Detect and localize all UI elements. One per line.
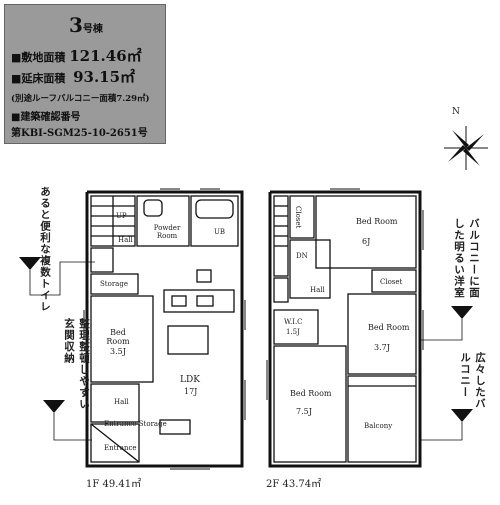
- label-up: UP: [116, 212, 127, 220]
- label-bed-room-3-7j: Bed Room: [368, 323, 410, 332]
- note-entrance-storage: 整理整頓しやすい玄関収納: [63, 318, 90, 410]
- label-entrance: Entrance: [104, 444, 137, 452]
- label-hall-2f: Hall: [310, 286, 325, 294]
- label-hall-bottom: Hall: [114, 398, 129, 406]
- label-bed-room-6j: Bed Room: [356, 217, 398, 226]
- label-powder-room: Powder Room: [153, 224, 181, 240]
- label-bed-size-7-5j: 7.5J: [296, 407, 312, 416]
- building-number-title: 3号棟: [69, 13, 103, 37]
- label-dn: DN: [296, 252, 308, 260]
- roof-balcony-note: (別途ルーフバルコニー面積7.29㎡): [11, 94, 150, 104]
- label-wic-size: 1.5J: [286, 328, 300, 336]
- label-balcony: Balcony: [364, 422, 393, 430]
- label-ub: UB: [214, 228, 226, 236]
- floor2-area: 2F 43.74㎡: [266, 479, 322, 490]
- property-info-box: 3号棟 ■敷地面積 121.46㎡ ■延床面積 93.15㎡ (別途ルーフバルコ…: [4, 4, 166, 144]
- note-wide-balcony: 広々したバルコニー: [459, 352, 486, 410]
- permit-label: ■建築確認番号: [11, 112, 81, 123]
- permit-number: 第KBI-SGM25-10-2651号: [11, 128, 148, 139]
- label-bed-size-1f: 3.5J: [110, 347, 126, 356]
- label-bed-room-1f: Bed Room: [106, 328, 130, 346]
- label-bed-size-3-7j: 3.7J: [374, 343, 390, 352]
- label-closet-2f-a: Closet: [294, 206, 302, 229]
- floor-area-row: ■延床面積 93.15㎡: [11, 68, 136, 86]
- floor1-area: 1F 49.41㎡: [86, 479, 142, 490]
- site-area-row: ■敷地面積 121.46㎡: [11, 47, 142, 65]
- label-closet-2f-b: Closet: [380, 278, 403, 286]
- note-balcony-room: バルコニーに面した明るい洋室: [453, 218, 480, 299]
- label-ldk: LDK: [180, 375, 200, 385]
- compass-icon: [444, 126, 488, 170]
- note-multiple-toilets: あると便利な複数トイレ: [39, 186, 51, 313]
- label-bed-room-7-5j: Bed Room: [290, 389, 332, 398]
- label-storage-1f: Storage: [100, 280, 128, 288]
- label-wic: W.I.C: [284, 318, 303, 326]
- compass-north-label: N: [452, 107, 460, 117]
- label-ldk-size: 17J: [184, 387, 198, 396]
- label-hall-1f: Hall: [118, 236, 133, 244]
- label-entrance-storage: Entrance Storage: [104, 420, 167, 428]
- label-bed-size-6j: 6J: [362, 237, 371, 246]
